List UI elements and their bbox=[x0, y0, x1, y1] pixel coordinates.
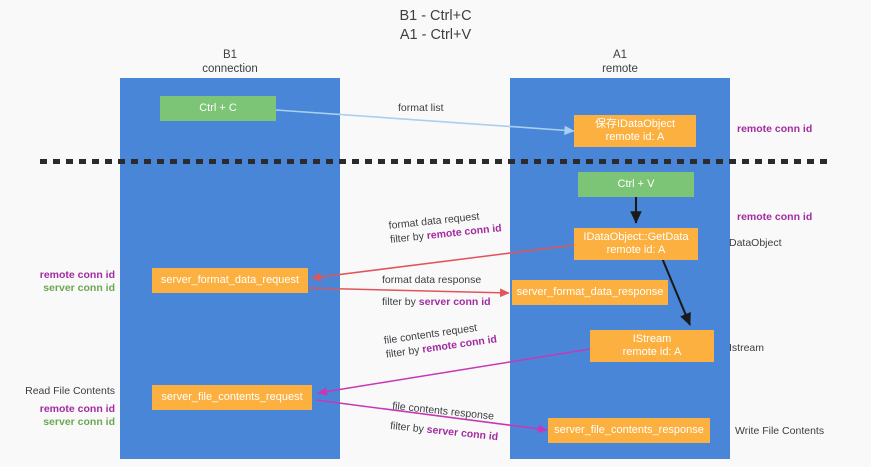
node-idataobject-getdata[interactable]: IDataObject::GetData remote id: A bbox=[574, 228, 698, 260]
column-header-b1-name: B1 bbox=[222, 49, 238, 61]
node-idataobject-getdata-label: IDataObject::GetData bbox=[583, 230, 689, 243]
edge-label-file-contents-request-prefix: filter by bbox=[385, 343, 424, 361]
edge-label-format-list: format list bbox=[398, 101, 444, 115]
edge-label-format-data-response-prefix: filter by bbox=[382, 296, 419, 308]
annotation-left-server-conn-id-2: server conn id bbox=[43, 416, 115, 428]
edge-label-file-contents-request: file contents request filter by remote c… bbox=[383, 318, 498, 361]
annotation-right-dataobject: DataObject bbox=[729, 237, 782, 249]
node-server-format-data-request-label: server_format_data_request bbox=[160, 273, 300, 286]
title-line-2: A1 - Ctrl+V bbox=[399, 27, 472, 43]
node-ctrl-c-label: Ctrl + C bbox=[199, 101, 237, 114]
annotation-right-write-file-contents: Write File Contents bbox=[735, 425, 825, 437]
node-save-idataobject-sub: remote id: A bbox=[605, 131, 665, 143]
edge-label-file-contents-response: file contents response filter by server … bbox=[389, 399, 501, 444]
column-header-b1: B1 connection bbox=[120, 48, 340, 76]
annotation-right-remote-conn-id-2: remote conn id bbox=[737, 211, 813, 223]
node-server-file-contents-request[interactable]: server_file_contents_request bbox=[152, 385, 312, 410]
annotation-left-remote-conn-id-2: remote conn id bbox=[39, 403, 115, 415]
node-server-format-data-response[interactable]: server_format_data_response bbox=[512, 280, 668, 305]
diagram-title: B1 - Ctrl+C A1 - Ctrl+V bbox=[0, 7, 871, 45]
node-ctrl-v[interactable]: Ctrl + V bbox=[578, 172, 694, 197]
column-header-a1-name: A1 bbox=[612, 49, 628, 61]
edge-label-format-data-request: format data request filter by remote con… bbox=[388, 207, 502, 247]
edge-label-file-contents-response-prefix: filter by bbox=[389, 419, 428, 436]
node-server-format-data-request[interactable]: server_format_data_request bbox=[152, 268, 308, 293]
edge-label-format-data-response-key: server conn id bbox=[418, 296, 491, 308]
node-server-file-contents-response-label: server_file_contents_response bbox=[554, 423, 704, 436]
node-save-idataobject[interactable]: 保存IDataObject remote id: A bbox=[574, 115, 696, 147]
annotation-left-server-conn-id-1: server conn id bbox=[43, 282, 115, 294]
edge-label-file-contents-response-key: server conn id bbox=[426, 423, 499, 444]
node-istream-sub: remote id: A bbox=[622, 346, 682, 358]
edge-label-format-list-text: format list bbox=[398, 102, 444, 114]
annotation-right-remote-conn-id-1: remote conn id bbox=[737, 123, 813, 135]
column-header-b1-role: connection bbox=[202, 63, 258, 75]
node-server-file-contents-response[interactable]: server_file_contents_response bbox=[548, 418, 710, 443]
edge-label-format-data-response-line2: filter by server conn id bbox=[382, 295, 491, 309]
column-header-a1-role: remote bbox=[602, 63, 638, 75]
edge-label-format-data-response-line1: format data response bbox=[382, 274, 482, 286]
phase-divider bbox=[40, 159, 830, 164]
node-ctrl-c[interactable]: Ctrl + C bbox=[160, 96, 276, 121]
node-server-format-data-response-label: server_format_data_response bbox=[516, 285, 664, 298]
node-idataobject-getdata-sub: remote id: A bbox=[606, 244, 666, 256]
node-istream[interactable]: IStream remote id: A bbox=[590, 330, 714, 362]
edge-label-file-contents-response-line2: filter by server conn id bbox=[389, 419, 499, 444]
title-line-1: B1 - Ctrl+C bbox=[399, 8, 472, 24]
node-istream-label: IStream bbox=[632, 332, 672, 345]
node-save-idataobject-label: 保存IDataObject bbox=[594, 117, 676, 130]
edge-label-format-data-response: format data response filter by server co… bbox=[382, 273, 491, 309]
node-server-file-contents-request-label: server_file_contents_request bbox=[161, 390, 303, 403]
column-header-a1: A1 remote bbox=[510, 48, 730, 76]
edge-label-format-data-request-prefix: filter by bbox=[389, 230, 428, 246]
node-ctrl-v-label: Ctrl + V bbox=[617, 177, 655, 190]
annotation-left-remote-conn-id-1: remote conn id bbox=[39, 269, 115, 281]
annotation-right-istream: Istream bbox=[729, 342, 765, 354]
annotation-left-read-file-contents: Read File Contents bbox=[25, 385, 115, 397]
